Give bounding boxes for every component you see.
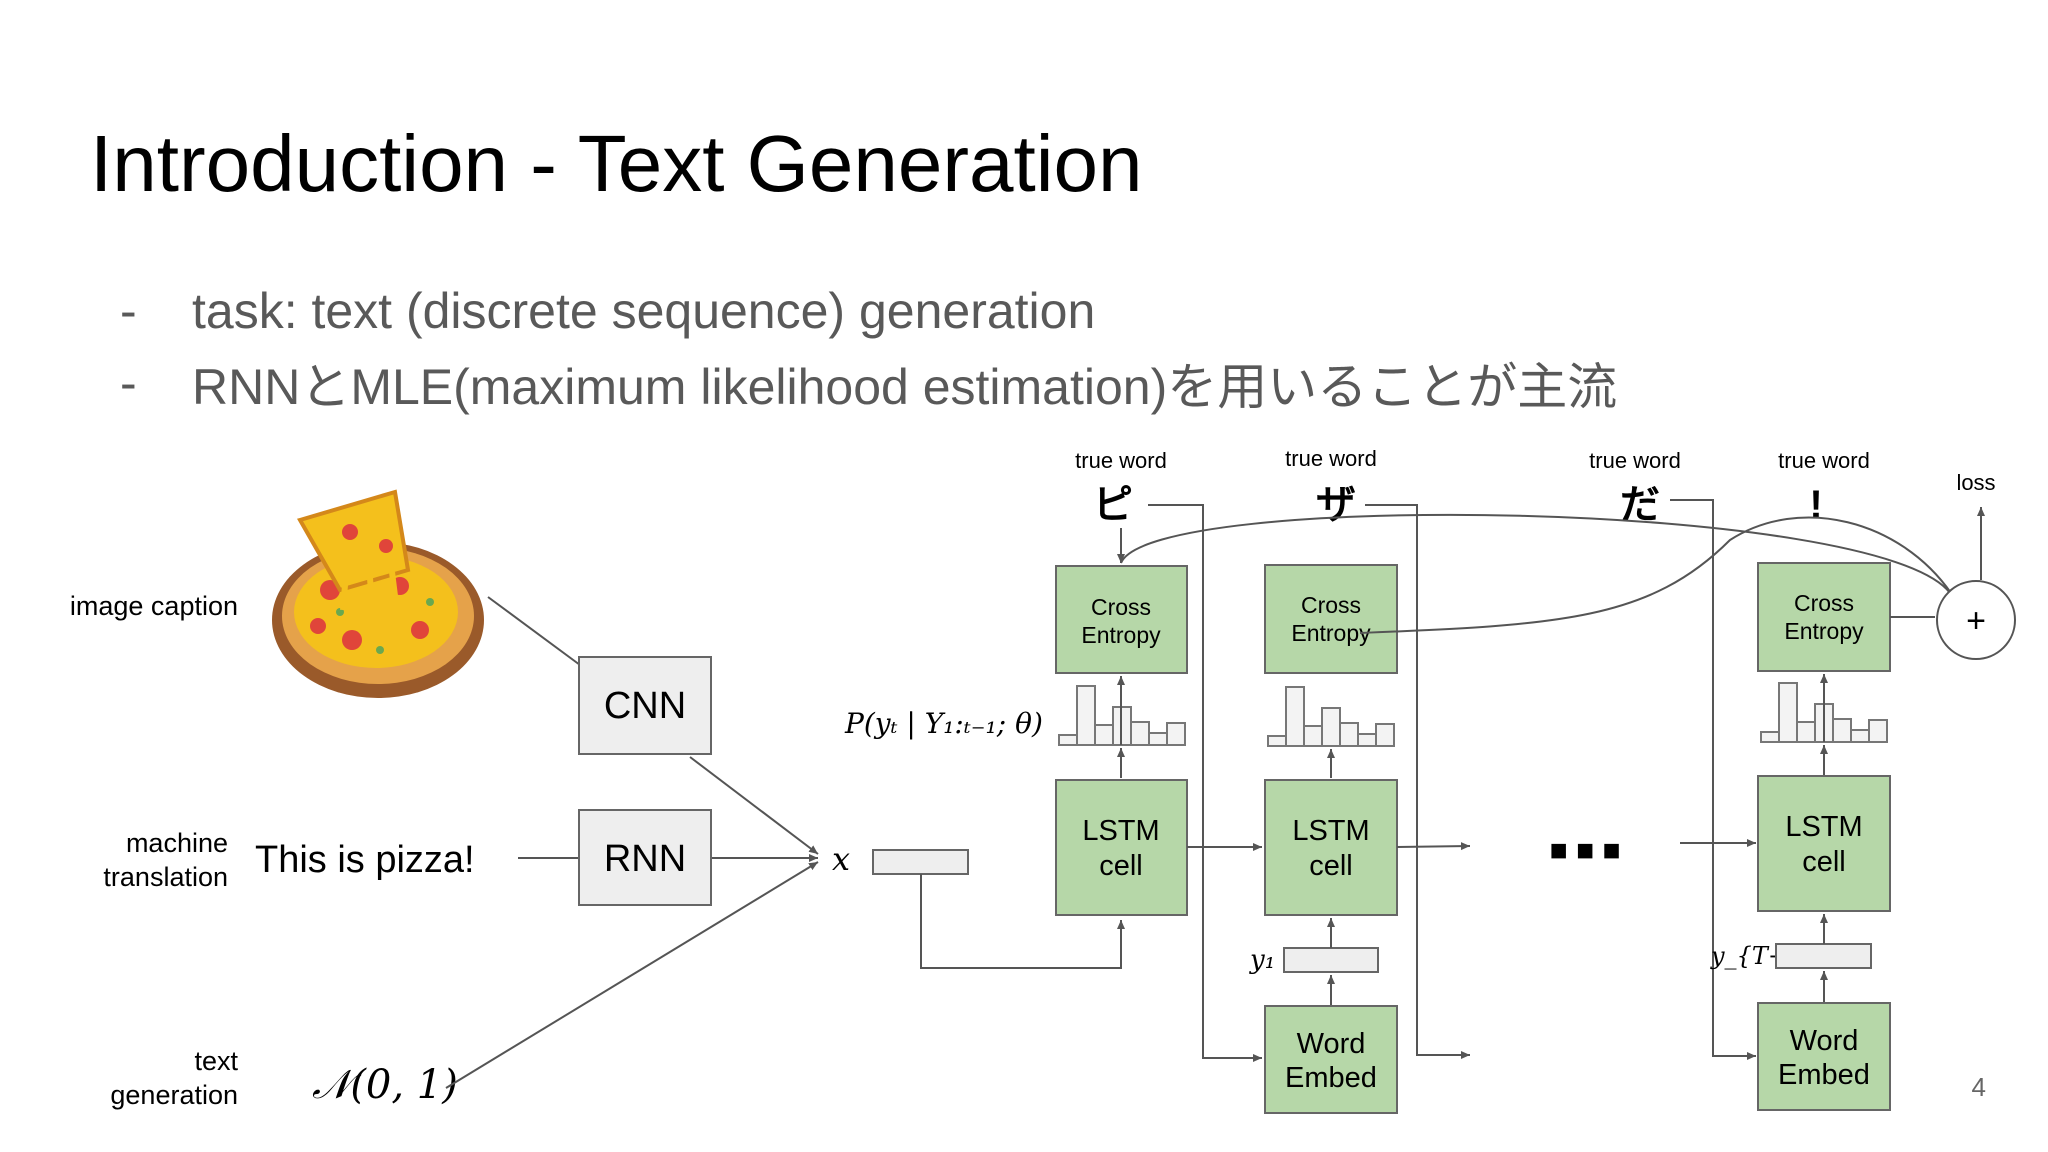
label-generation: generation	[110, 1080, 238, 1110]
ce-label-2: Entropy	[1081, 622, 1161, 648]
sum-node	[1936, 580, 2016, 660]
edge-lstm2-next	[1396, 842, 1471, 851]
embed-label-2: Embed	[1285, 1062, 1377, 1094]
pizza-icon	[272, 489, 484, 698]
cnn-box	[578, 656, 712, 755]
noise-distribution: 𝒩(0, 1)	[312, 1062, 458, 1108]
ce-label-1: Cross	[1301, 592, 1361, 618]
lstm-cell-box	[1264, 779, 1398, 916]
slide-title: Introduction - Text Generation	[90, 119, 1143, 208]
true-word-label: true word	[1285, 446, 1377, 471]
bullet-text-task: task: text (discrete sequence) generatio…	[192, 283, 1096, 339]
bullet-item: - RNNとMLE(maximum likelihood estimation)…	[120, 347, 1617, 419]
edge-pizza-cnn	[487, 596, 581, 666]
distribution-histogram	[1058, 685, 1186, 746]
page-number: 4	[1971, 1072, 1986, 1102]
lstm-label-2: cell	[1099, 850, 1143, 882]
word-embed-box	[1757, 1002, 1891, 1111]
edge-cnn-x	[689, 756, 819, 855]
label-translation: translation	[103, 862, 228, 892]
true-word-label: true word	[1075, 448, 1167, 473]
edge-ce2-sum	[1359, 516, 1952, 634]
ce-label-1: Cross	[1091, 594, 1151, 620]
bullet-list: - task: text (discrete sequence) generat…	[120, 275, 1617, 419]
embed-label-1: Word	[1790, 1025, 1859, 1057]
ce-label-2: Entropy	[1784, 618, 1864, 644]
true-word-2: ザ	[1316, 483, 1356, 527]
true-word-label: true word	[1778, 448, 1870, 473]
edge-word1-embed	[1148, 504, 1262, 1062]
y1-label: y₁	[1249, 945, 1275, 975]
latent-vector	[872, 849, 969, 875]
ce-label-2: Entropy	[1291, 620, 1371, 646]
edge-noise-x	[445, 861, 819, 1089]
true-word-1: ピ	[1093, 483, 1133, 527]
edge-word3-embed	[1670, 499, 1756, 1060]
bullet-text-rnn-mle: RNNとMLE(maximum likelihood estimation)を用…	[192, 359, 1618, 415]
edge-word2-embed	[1365, 504, 1470, 1059]
cross-entropy-box	[1264, 564, 1398, 674]
latent-x: x	[832, 840, 850, 878]
true-word-label: true word	[1589, 448, 1681, 473]
true-word-4: !	[1809, 483, 1822, 527]
rnn-box	[578, 809, 712, 906]
loss-label: loss	[1956, 470, 1995, 495]
lstm-label-1: LSTM	[1785, 811, 1862, 843]
sample-sentence: This is pizza!	[255, 839, 475, 881]
y1-vector	[1283, 947, 1379, 973]
cross-entropy-box	[1055, 565, 1188, 674]
lstm-cell-box	[1055, 779, 1188, 916]
label-machine: machine	[126, 828, 228, 858]
bullet-dash: -	[120, 283, 137, 339]
edge-x-lstm1	[920, 874, 1125, 969]
lstm-label-1: LSTM	[1082, 815, 1159, 847]
distribution-histogram	[1267, 686, 1395, 747]
lstm-label-1: LSTM	[1292, 815, 1369, 847]
word-embed-box	[1264, 1005, 1398, 1114]
embed-label-1: Word	[1297, 1028, 1366, 1060]
yT1-vector	[1775, 943, 1872, 969]
cross-entropy-box	[1757, 562, 1891, 672]
cnn-label: CNN	[604, 685, 686, 727]
embed-label-2: Embed	[1778, 1059, 1870, 1091]
label-image-caption: image caption	[70, 591, 238, 621]
ellipsis: ■ ■ ■	[1549, 834, 1620, 867]
rnn-label: RNN	[604, 838, 686, 880]
lstm-label-2: cell	[1802, 846, 1846, 878]
bullet-dash: -	[120, 355, 137, 411]
bullet-item: - task: text (discrete sequence) generat…	[120, 275, 1617, 347]
lstm-label-2: cell	[1309, 850, 1353, 882]
lstm-cell-box	[1757, 775, 1891, 912]
ce-label-1: Cross	[1794, 590, 1854, 616]
prob-label: P(yₜ | Y₁:ₜ₋₁; θ)	[844, 707, 1043, 740]
edge-ce1-sum	[1120, 513, 1951, 594]
label-text: text	[194, 1046, 238, 1076]
plus-symbol: +	[1966, 602, 1986, 640]
